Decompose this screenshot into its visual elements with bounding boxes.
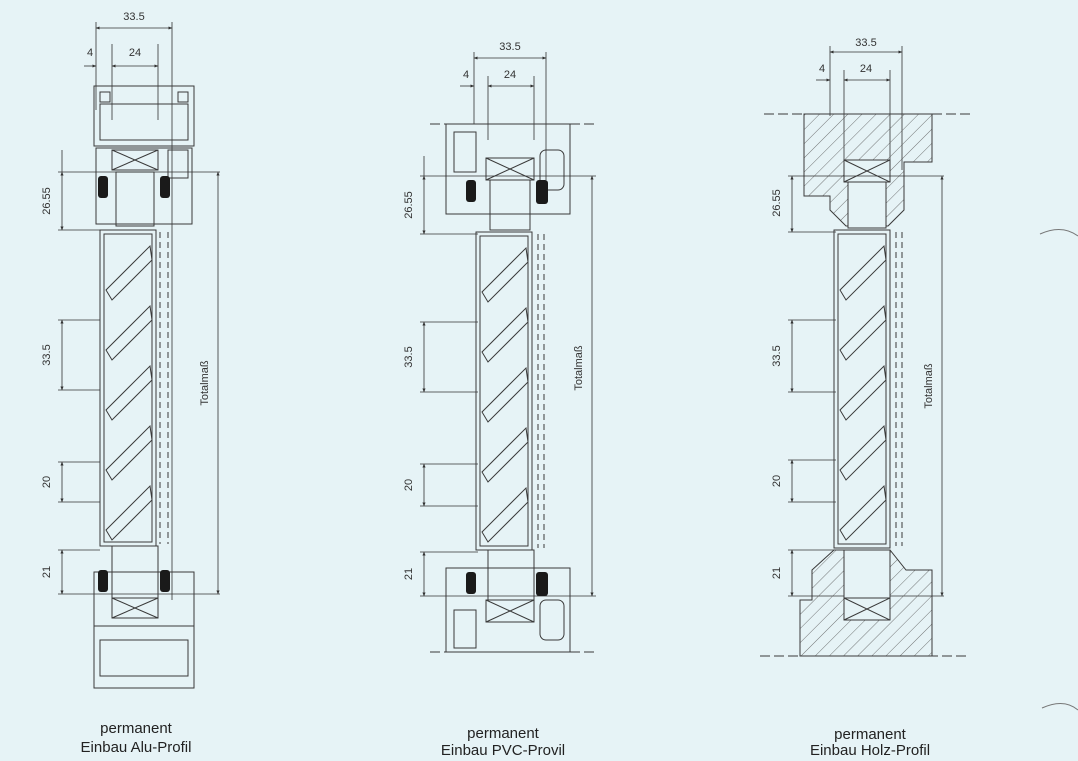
width-inset-label: 4 [463,69,469,81]
louvre-body [99,229,169,547]
width-inset-label: 4 [819,63,825,75]
height-slat-label: 20 [771,475,783,487]
top-frame [93,85,195,227]
width-dimensions [460,52,547,180]
width-total-label: 33.5 [123,11,144,23]
caption-line2: Einbau Holz-Profil [810,742,930,756]
caption-line2: Einbau Alu-Profil [81,739,192,756]
louvre-body [475,231,545,551]
height-pitch-label: 33.5 [403,346,415,367]
width-dimensions [84,22,173,600]
height-bottom-label: 21 [41,566,53,578]
caption-line2: Einbau PVC-Provil [441,742,565,756]
seal-gaskets-bottom [466,572,548,596]
section-holz: 33.5 4 24 26.55 33.5 20 21 [760,37,970,759]
total-height-label: Totalmaß [573,345,585,391]
height-top-label: 26.55 [41,187,53,215]
bottom-frame [430,549,594,653]
seal-gaskets-bottom [98,570,170,592]
top-wood-frame [764,113,970,229]
width-inset-label: 4 [87,47,93,59]
width-total-label: 33.5 [855,37,876,49]
height-dimensions [788,175,944,597]
height-pitch-label: 33.5 [41,344,53,365]
total-height-label: Totalmaß [199,360,211,406]
height-bottom-label: 21 [403,568,415,580]
total-height-label: Totalmaß [923,363,935,409]
height-dimensions [420,156,596,597]
height-dimensions [58,150,220,595]
bottom-wood-frame [760,549,966,657]
height-top-label: 26.55 [403,191,415,219]
caption-line1: permanent [100,720,173,737]
height-slat-label: 20 [403,479,415,491]
width-inner-label: 24 [504,69,516,81]
width-inner-label: 24 [129,47,141,59]
width-total-label: 33.5 [499,41,520,53]
bottom-frame [93,545,195,689]
top-frame [430,123,594,231]
width-inner-label: 24 [860,63,872,75]
height-top-label: 26.55 [771,189,783,217]
caption-line1: permanent [834,726,907,743]
caption-line1: permanent [467,725,540,742]
height-pitch-label: 33.5 [771,345,783,366]
seal-gaskets-top [98,176,170,198]
louvre-body [833,229,903,549]
section-alu: 33.5 4 24 [41,11,220,756]
height-bottom-label: 21 [771,567,783,579]
section-pvc: 33.5 4 24 [403,41,596,759]
height-slat-label: 20 [41,476,53,488]
seal-gaskets-top [466,180,548,204]
binder-marks [1039,229,1078,711]
